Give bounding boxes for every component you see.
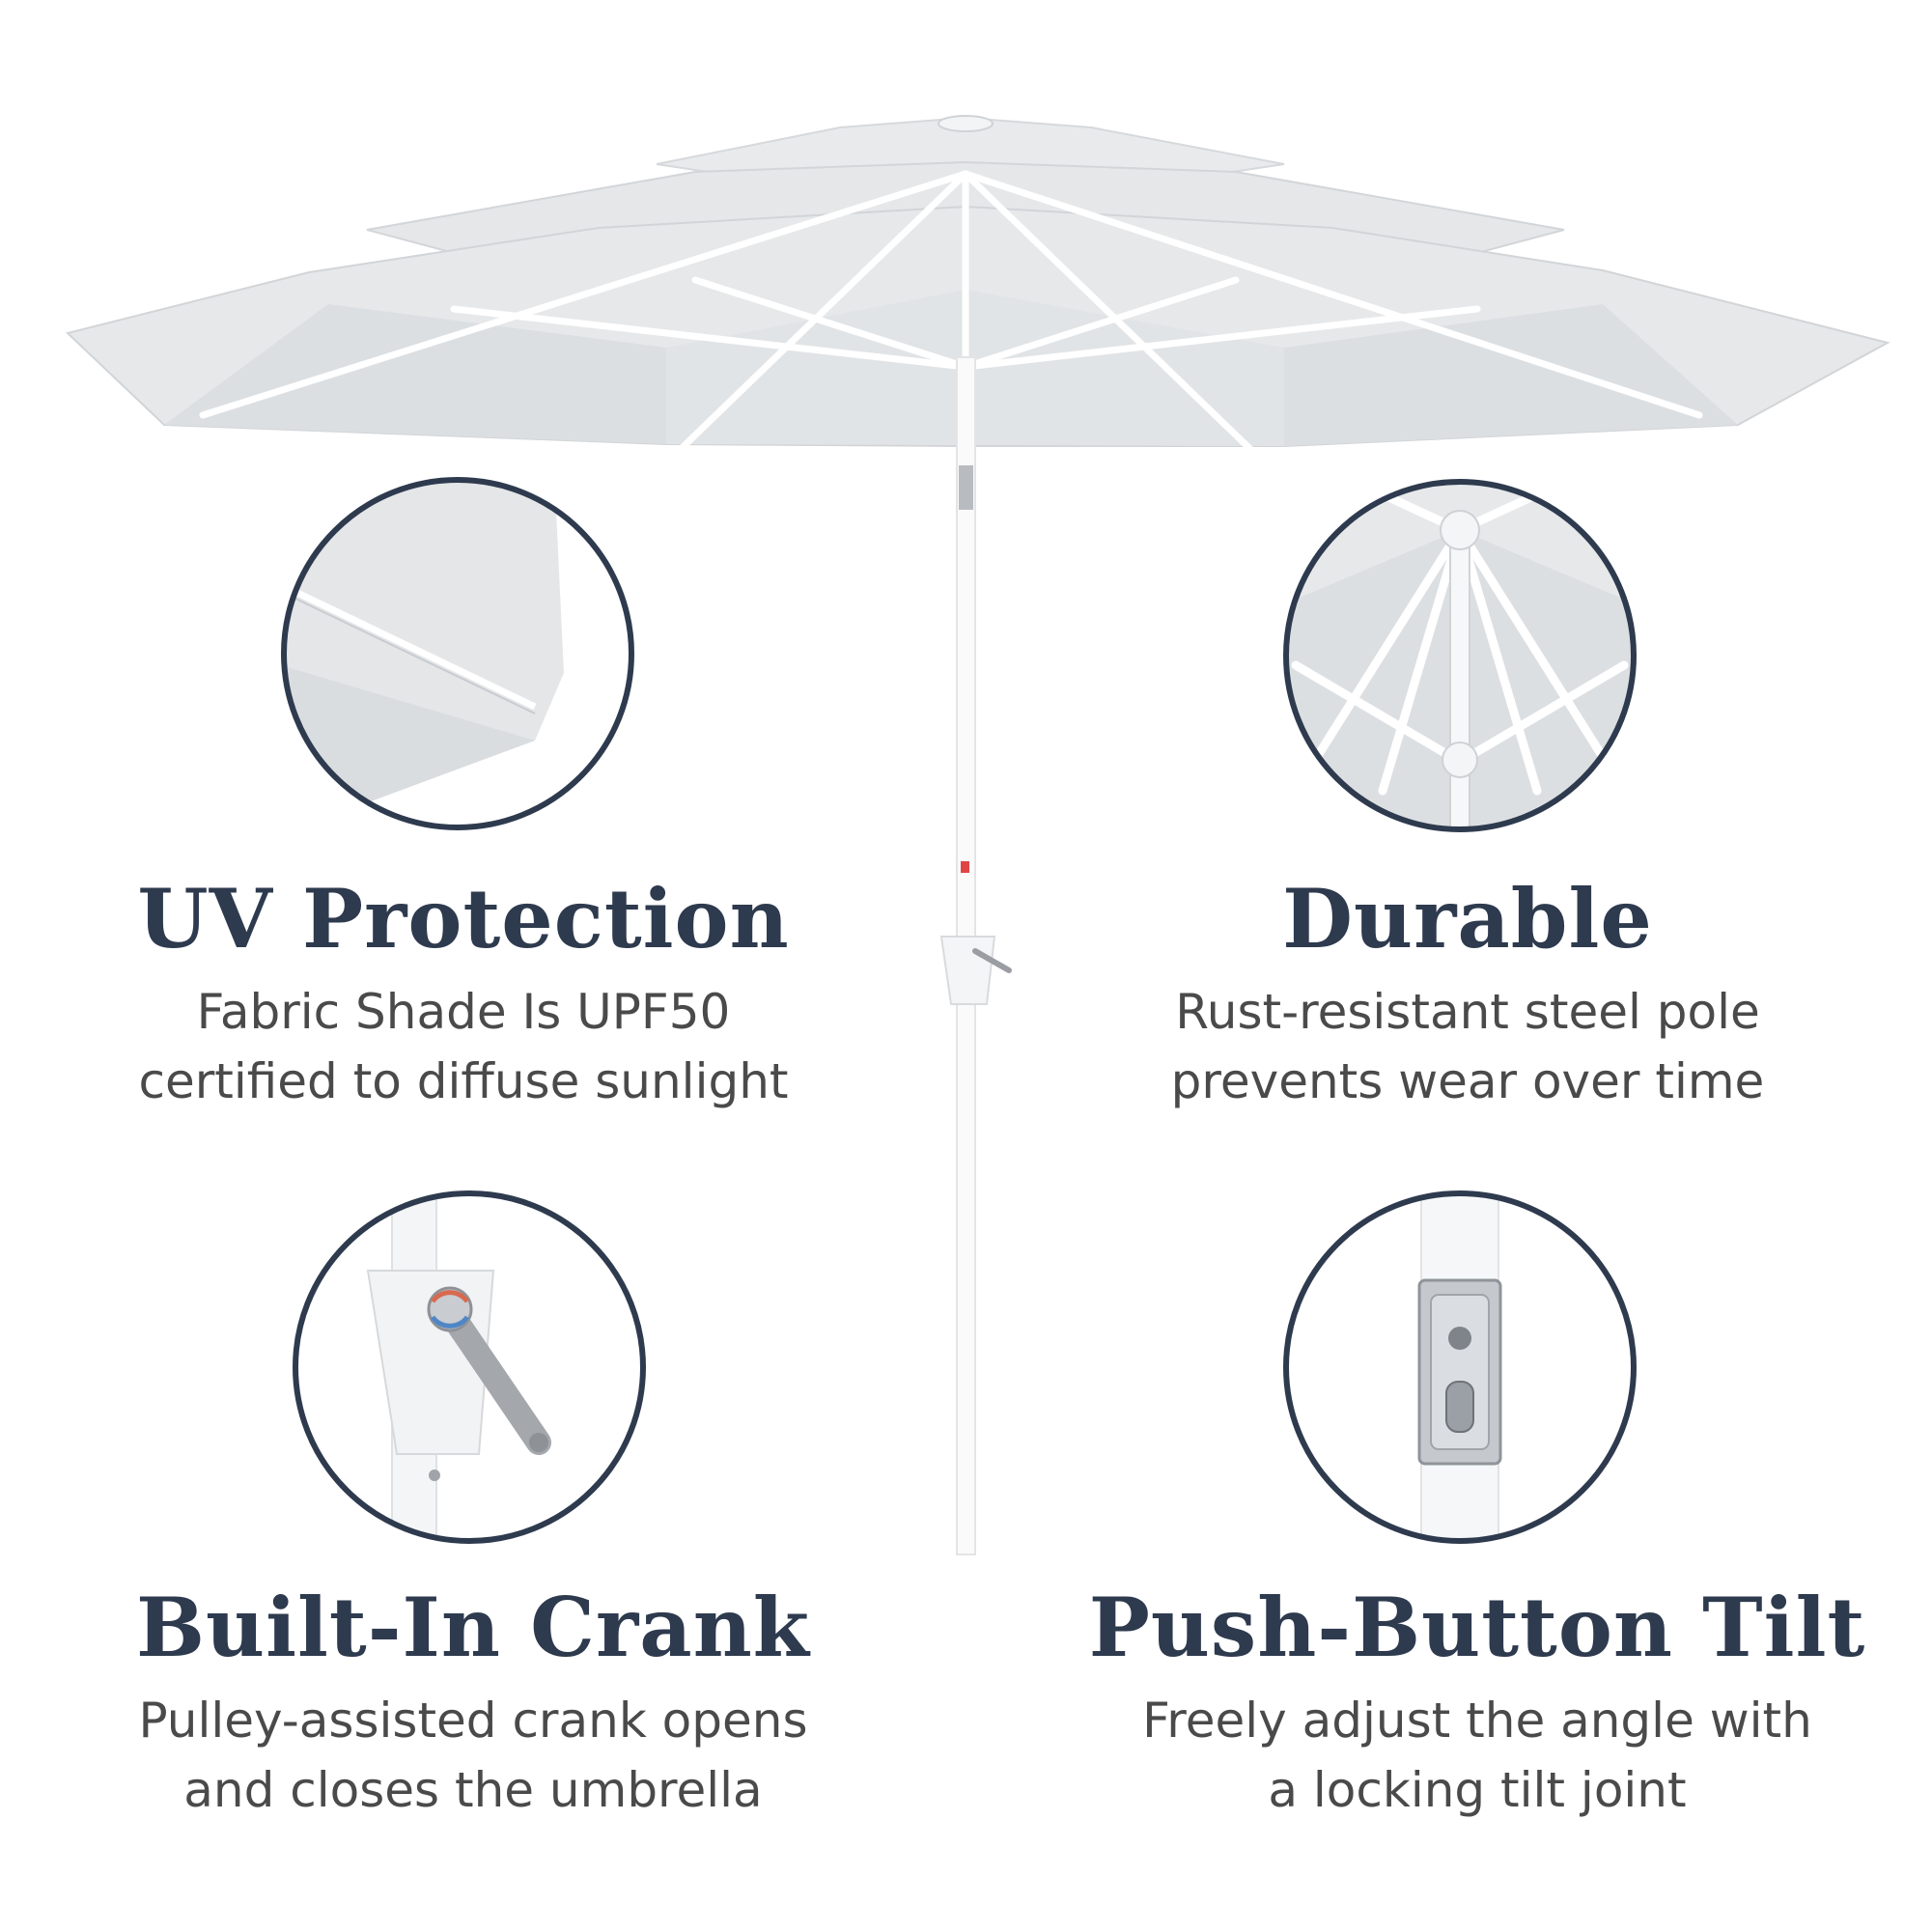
feature-description-line: Rust-resistant steel pole [1175, 984, 1760, 1041]
pole-tilt-joint [959, 465, 973, 510]
canopy-underside-right [1284, 304, 1738, 446]
crank-handle-detail [293, 1190, 646, 1544]
feature-push-button-tilt: Push-Button Tilt Freely adjust the angle… [1043, 1580, 1912, 1825]
feature-uv-protection: UV Protection Fabric Shade Is UPF50 cert… [87, 871, 840, 1116]
feature-description: Pulley-assisted crank opens and closes t… [58, 1686, 888, 1825]
feature-title: UV Protection [137, 871, 790, 966]
feature-description-line: a locking tilt joint [1268, 1762, 1687, 1819]
feature-title: Push-Button Tilt [1088, 1580, 1866, 1675]
feature-title: Durable [1282, 871, 1653, 966]
feature-description-line: Fabric Shade Is UPF50 [196, 984, 731, 1041]
canopy-ribs [199, 170, 1703, 458]
crank-housing [939, 936, 996, 1005]
pole-red-marker [961, 861, 969, 873]
feature-description-line: and closes the umbrella [183, 1762, 763, 1819]
tilt-button-detail [1283, 1190, 1637, 1544]
feature-description: Freely adjust the angle with a locking t… [1043, 1686, 1912, 1825]
feature-description-line: Pulley-assisted crank opens [138, 1693, 808, 1750]
feature-built-in-crank: Built-In Crank Pulley-assisted crank ope… [58, 1580, 888, 1825]
crank-handle [972, 948, 1012, 973]
feature-description: Rust-resistant steel pole prevents wear … [1091, 977, 1844, 1116]
feature-description-line: Freely adjust the angle with [1142, 1693, 1812, 1750]
canopy-fabric-detail [281, 477, 634, 830]
feature-durable: Durable Rust-resistant steel pole preven… [1091, 871, 1844, 1116]
rib-frame-detail [1283, 479, 1637, 832]
feature-title: Built-In Crank [136, 1580, 810, 1675]
feature-description-line: certified to diffuse sunlight [138, 1053, 789, 1110]
feature-description: Fabric Shade Is UPF50 certified to diffu… [87, 977, 840, 1116]
feature-description-line: prevents wear over time [1170, 1053, 1765, 1110]
canopy-finial [938, 115, 994, 132]
canopy-underside-left [164, 304, 666, 444]
